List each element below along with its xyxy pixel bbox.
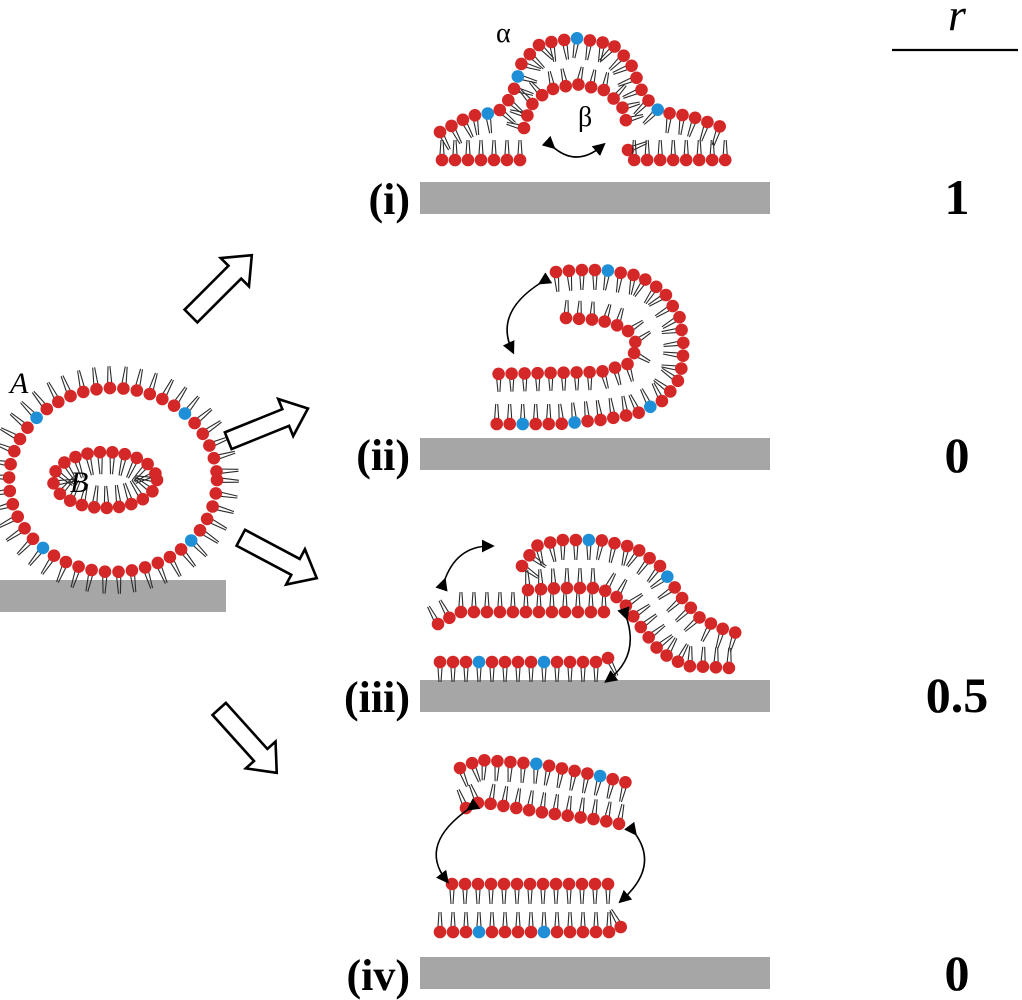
double-arrow-iii-bottom	[604, 606, 632, 683]
panel-iv-lower-bottom-leaflet	[433, 908, 627, 939]
panel-label-i: (i)	[368, 175, 410, 224]
r-value-iii: 0.5	[926, 667, 989, 723]
vesicle-inner-leaflet	[47, 445, 164, 515]
panel-i-top-leaflet	[433, 32, 726, 151]
lipid-layers	[0, 32, 742, 939]
substrate-panel-ii	[420, 438, 770, 470]
arrow-to-panel-iii	[234, 528, 319, 587]
double-arrow-iv-right	[618, 821, 646, 904]
alpha-label: α	[496, 18, 511, 49]
panel-i-inner-leaflet	[506, 66, 644, 135]
double-arrow-iv-left	[435, 798, 481, 884]
panel-i-bottom-leaflet-right	[621, 139, 732, 167]
panel-iv-upper-bottom-leaflet	[456, 783, 626, 831]
panel-iv-upper-top-leaflet	[453, 754, 632, 803]
vesicle-outer-label: A	[8, 367, 29, 400]
panel-iv-lower-top-leaflet	[445, 877, 615, 905]
r-value-i: 1	[945, 169, 970, 225]
r-column-header: r	[948, 0, 967, 40]
panel-iii-left-bottom-leaflet	[433, 651, 619, 683]
panel-label-iii: (iii)	[344, 673, 410, 722]
panel-iii-left-top-leaflet	[427, 591, 611, 631]
panel-iii-right-top-leaflet	[515, 533, 742, 653]
panel-ii-top-leaflet	[490, 263, 690, 431]
arrow-to-panel-i	[182, 253, 254, 325]
panel-i-bottom-leaflet	[435, 139, 527, 167]
panel-label-ii: (ii)	[356, 431, 410, 480]
vesicle-inner-label: B	[70, 466, 88, 499]
substrate-panel-i	[420, 182, 770, 214]
r-value-iv: 0	[945, 945, 970, 1000]
double-arrow-i	[541, 135, 606, 158]
panel-label-iv: (iv)	[346, 951, 410, 1000]
double-arrow-iii-top	[435, 539, 495, 592]
beta-label: β	[578, 102, 592, 133]
substrate-panel-iii	[420, 680, 770, 712]
arrow-to-panel-ii	[223, 396, 310, 451]
double-arrow-ii	[502, 272, 553, 355]
arrow-to-panel-iv	[210, 701, 279, 775]
r-value-ii: 0	[945, 427, 970, 483]
substrate-vesicle	[0, 580, 226, 612]
substrate-panel-iv	[420, 957, 770, 989]
vesicle-outer-leaflet	[0, 366, 240, 594]
panel-ii-inner-leaflet	[492, 299, 652, 392]
panel-iii-right-bottom-leaflet	[521, 567, 736, 675]
